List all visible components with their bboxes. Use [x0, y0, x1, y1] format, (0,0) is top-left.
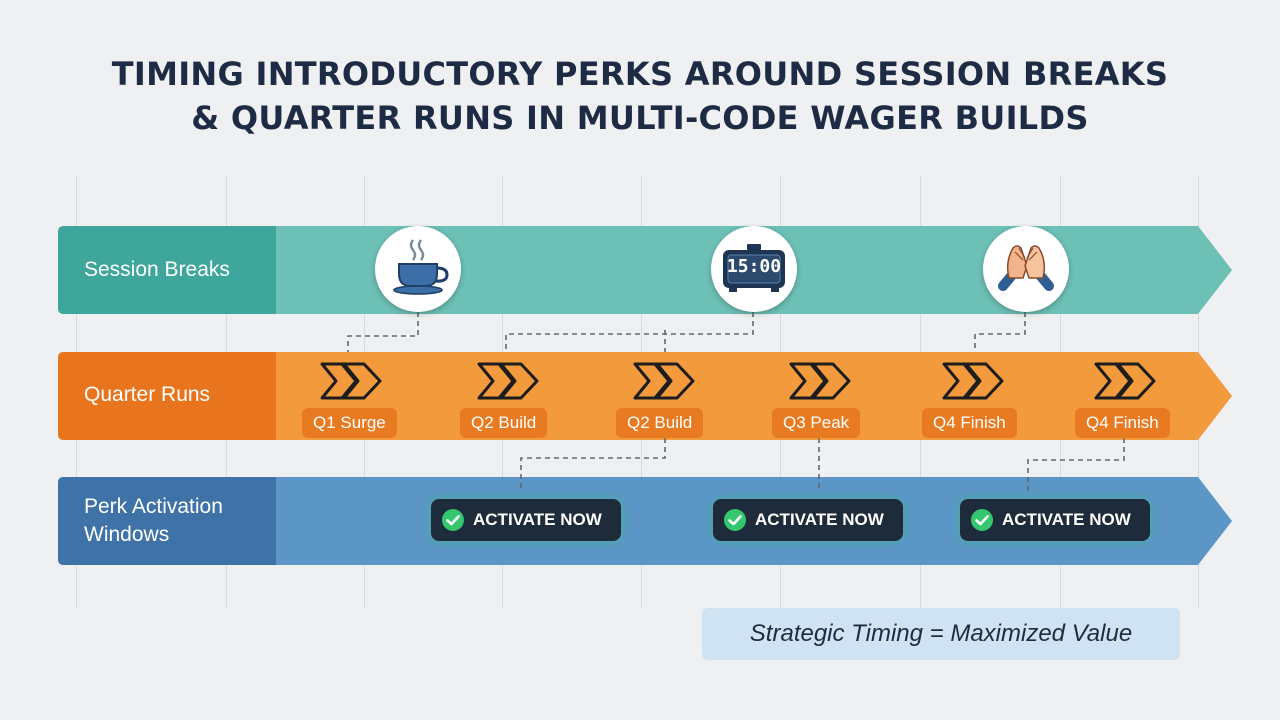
- activate-now-label: ACTIVATE NOW: [473, 510, 602, 529]
- quarter-label-q4-finish: Q4 Finish: [1075, 408, 1170, 438]
- quarter-label-q1-surge: Q1 Surge: [302, 408, 397, 438]
- session-breaks-label: Session Breaks: [84, 258, 230, 281]
- connector-line: [505, 312, 754, 352]
- run-arrow-icon: [789, 362, 851, 400]
- check-circle-icon: [971, 509, 993, 531]
- activate-now-button[interactable]: ACTIVATE NOW: [960, 499, 1150, 541]
- high-five-icon: [998, 245, 1054, 291]
- activate-now-button[interactable]: ACTIVATE NOW: [713, 499, 903, 541]
- quarter-label-q2-build: Q2 Build: [616, 408, 704, 438]
- perk-activation-label-line-1: Perk Activation: [84, 495, 223, 518]
- coffee-cup-icon: [393, 239, 449, 295]
- quarter-label-q2-build: Q2 Build: [460, 408, 548, 438]
- perk-activation-label-line-2: Windows: [84, 523, 170, 546]
- session-node-break: [375, 226, 461, 312]
- strategy-callout: Strategic Timing = Maximized Value: [702, 608, 1180, 660]
- check-circle-icon: [442, 509, 464, 531]
- clock-display: 15:00: [726, 256, 782, 277]
- check-circle-icon: [724, 509, 746, 531]
- run-arrow-icon: [633, 362, 695, 400]
- title-line-1: TIMING INTRODUCTORY PERKS AROUND SESSION…: [111, 55, 1169, 93]
- activate-now-label: ACTIVATE NOW: [755, 510, 884, 529]
- perk-activation-label: Perk Activation Windows: [84, 493, 223, 549]
- connector-line: [520, 438, 666, 492]
- perk-activation-band: [58, 477, 1234, 565]
- connector-line: [974, 312, 1026, 352]
- run-arrow-icon: [1094, 362, 1156, 400]
- digital-clock-icon: [723, 244, 785, 292]
- activate-now-button[interactable]: ACTIVATE NOW: [431, 499, 621, 541]
- quarter-runs-label: Quarter Runs: [84, 383, 211, 406]
- session-node-finish: [983, 226, 1069, 312]
- connector-line: [347, 312, 419, 352]
- page-title: TIMING INTRODUCTORY PERKS AROUND SESSION…: [0, 52, 1280, 140]
- run-arrow-icon: [320, 362, 382, 400]
- run-arrow-icon: [477, 362, 539, 400]
- session-node-halftime: 15:00: [711, 226, 797, 312]
- quarter-label-q3-peak: Q3 Peak: [772, 408, 861, 438]
- quarter-label-q4-finish: Q4 Finish: [922, 408, 1017, 438]
- session-breaks-band: [58, 226, 1234, 314]
- connector-line: [1027, 438, 1125, 492]
- activate-now-label: ACTIVATE NOW: [1002, 510, 1131, 529]
- run-arrow-icon: [942, 362, 1004, 400]
- title-line-2: & QUARTER RUNS IN MULTI-CODE WAGER BUILD…: [191, 99, 1089, 137]
